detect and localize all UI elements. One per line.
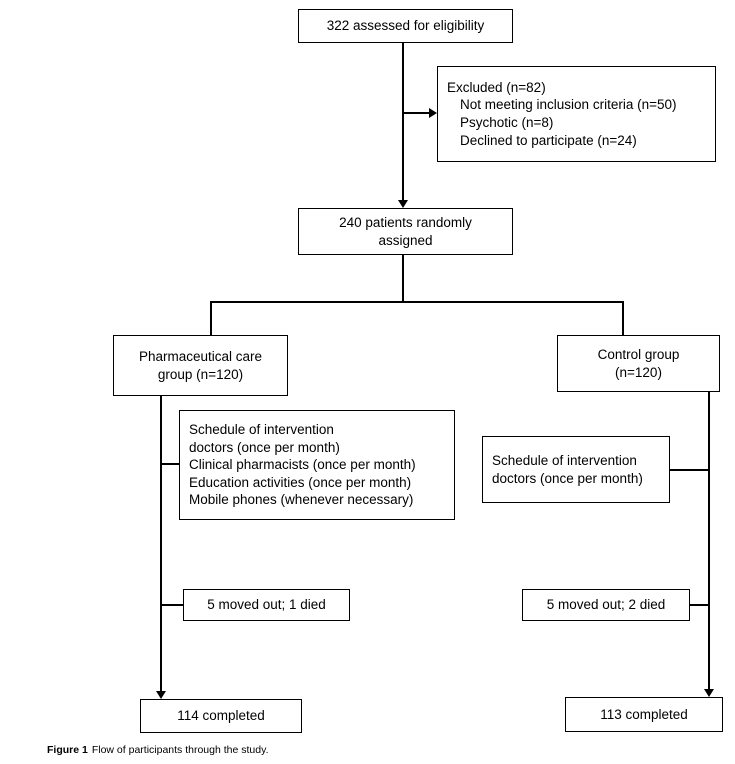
connector-to-control-dropout [690,604,709,606]
pharm-schedule-line: Schedule of intervention [189,422,334,438]
connector-to-excluded [403,112,431,114]
arrowhead-into-control-completed-icon [704,689,714,697]
box-control-intervention-schedule: Schedule of intervention doctors (once p… [482,436,670,503]
assigned-text-line: 240 patients randomly [339,214,472,230]
control-group-text-line: Control group [597,346,680,362]
excluded-reason-item: Declined to participate (n=24) [460,132,637,148]
assessed-count-text: 322 assessed for eligibility [326,18,485,34]
connector-to-pharm-dropout [161,604,183,606]
connector-to-control-schedule [670,469,709,471]
pharm-group-text-line: Pharmaceutical care [138,348,263,364]
connector-branch-to-control-group [622,301,624,335]
arrowhead-into-excluded-icon [429,108,437,118]
pharm-completed-text: 114 completed [177,708,265,724]
excluded-reason-item: Psychotic (n=8) [460,115,554,130]
figure-caption-label: Figure 1 [47,744,88,756]
excluded-reason-item: Not meeting inclusion criteria (n=50) [460,97,677,113]
arrowhead-into-assigned-icon [398,200,408,208]
box-control-group: Control group (n=120) [557,335,720,392]
connector-branch-bar [210,301,624,303]
connector-control-chain [708,392,710,690]
box-control-dropout: 5 moved out; 2 died [522,589,690,621]
control-group-text-line: (n=120) [615,364,662,380]
box-assessed-for-eligibility: 322 assessed for eligibility [298,9,513,43]
figure-caption-text: Flow of participants through the study. [91,744,269,756]
control-completed-text: 113 completed [600,706,688,722]
pharm-schedule-line: Mobile phones (whenever necessary) [189,492,414,508]
box-pharm-intervention-schedule: Schedule of intervention doctors (once p… [179,410,455,520]
control-schedule-line: Schedule of intervention [492,452,637,468]
box-pharm-completed: 114 completed [140,699,302,733]
pharm-schedule-line: Education activities (once per month) [189,474,412,490]
pharm-dropout-text: 5 moved out; 1 died [207,597,326,613]
connector-eligibility-to-assigned [402,43,404,200]
pharm-schedule-line: doctors (once per month) [189,439,340,455]
assigned-text-line: assigned [378,232,433,248]
control-dropout-text: 5 moved out; 2 died [546,597,666,613]
box-pharmaceutical-care-group: Pharmaceutical care group (n=120) [113,335,288,396]
connector-branch-to-pharm-group [210,301,212,335]
connector-pharm-chain [160,396,162,692]
box-excluded: Excluded (n=82) Not meeting inclusion cr… [437,66,716,162]
excluded-title: Excluded (n=82) [447,79,546,95]
connector-assigned-to-branch [402,255,404,303]
box-randomly-assigned: 240 patients randomly assigned [298,208,513,255]
arrowhead-into-pharm-completed-icon [156,691,166,699]
control-schedule-line: doctors (once per month) [492,470,643,486]
pharm-schedule-line: Clinical pharmacists (once per month) [189,457,416,473]
box-pharm-dropout: 5 moved out; 1 died [183,589,350,621]
connector-to-pharm-schedule [161,463,179,465]
box-control-completed: 113 completed [565,697,723,732]
pharm-group-text-line: group (n=120) [157,366,244,382]
